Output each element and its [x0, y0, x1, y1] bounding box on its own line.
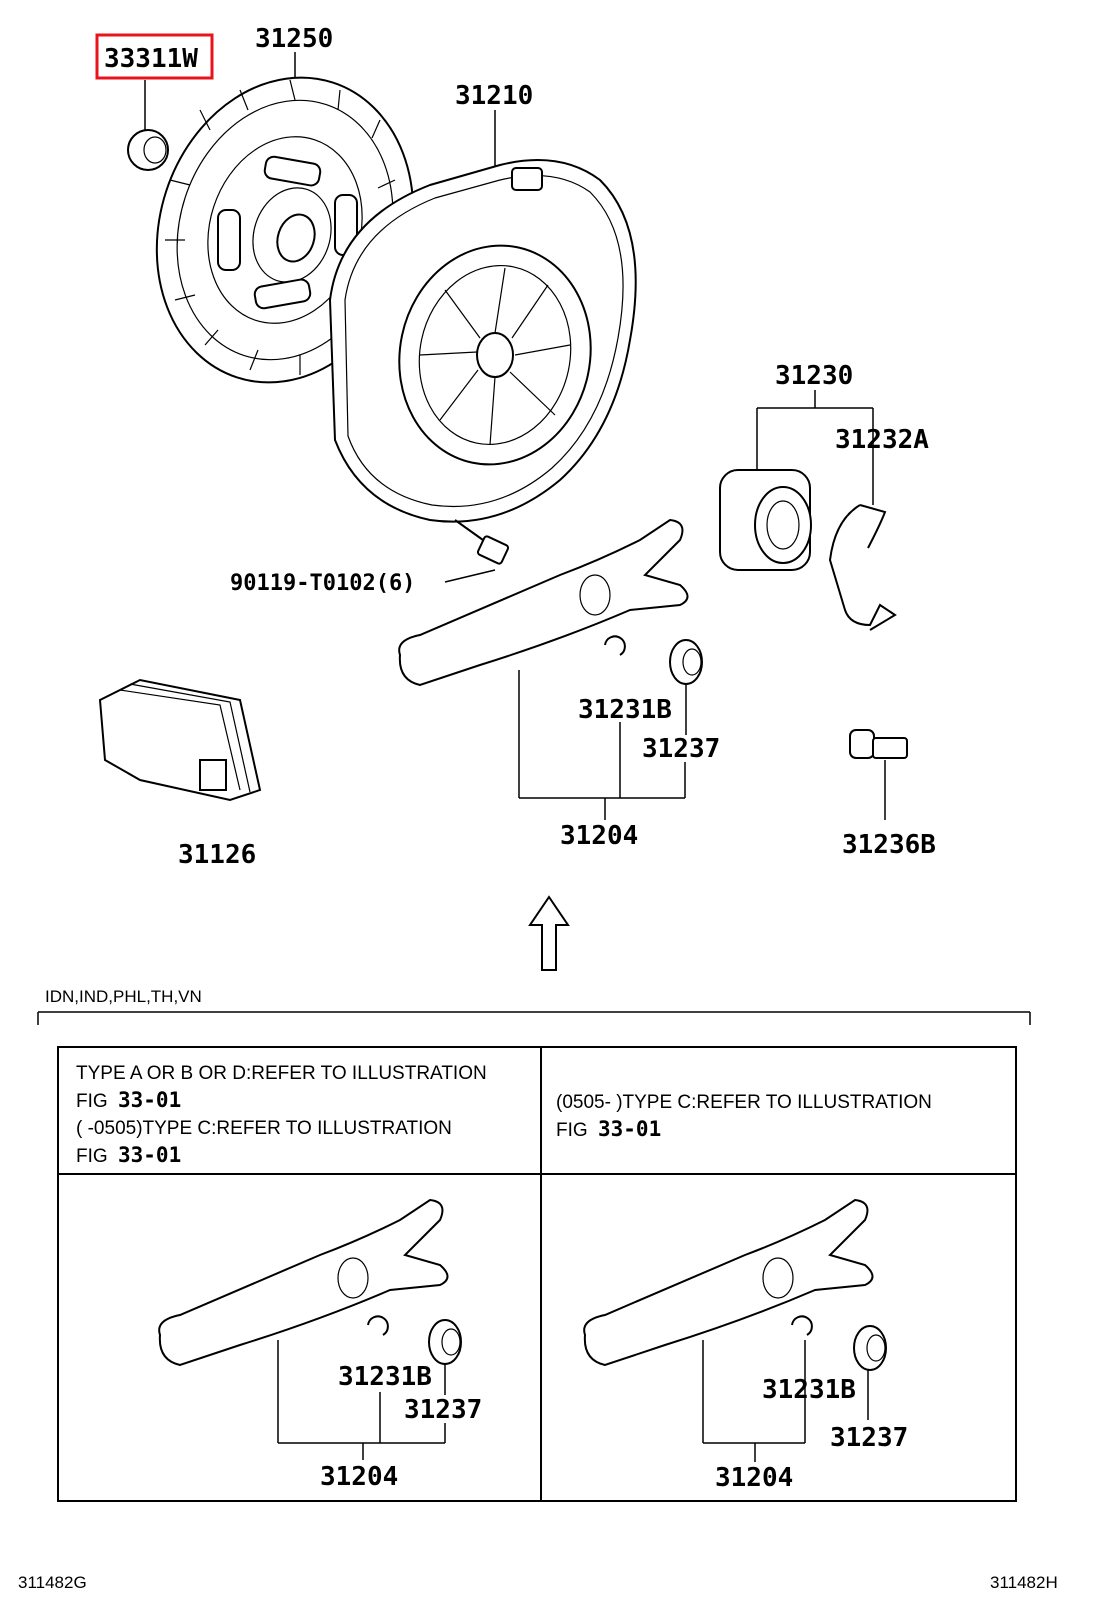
pivot-31236B[interactable] — [849, 729, 908, 820]
release-fork-top[interactable] — [398, 518, 689, 687]
right-note-fig: FIG — [556, 1120, 588, 1141]
label-31231B-left[interactable]: 31231B — [338, 1362, 432, 1392]
label-33311W[interactable]: 33311W — [104, 44, 198, 74]
bracket-31204-top — [518, 670, 687, 820]
left-note-fig1: FIG — [76, 1091, 108, 1112]
ring-31231B-top[interactable] — [604, 635, 626, 656]
highlight-box — [95, 33, 214, 80]
left-note-line1: TYPE A OR B OR D:REFER TO ILLUSTRATION — [76, 1063, 487, 1084]
bolt-90119[interactable] — [454, 519, 510, 565]
label-31210[interactable]: 31210 — [455, 81, 533, 111]
label-31232A[interactable]: 31232A — [835, 425, 929, 455]
label-31204-left[interactable]: 31204 — [320, 1462, 398, 1492]
boot-31237-left[interactable] — [428, 1319, 462, 1365]
left-note-ref1[interactable]: 33-01 — [118, 1088, 181, 1112]
release-fork-right[interactable] — [583, 1198, 874, 1367]
bearing-33311W[interactable] — [127, 80, 169, 171]
variant-table — [57, 1046, 1017, 1502]
left-note-line3: ( -0505)TYPE C:REFER TO ILLUSTRATION — [76, 1118, 452, 1139]
label-31230[interactable]: 31230 — [775, 361, 853, 391]
label-31204-top[interactable]: 31204 — [560, 821, 638, 851]
clutch-cover-31210[interactable] — [328, 159, 637, 523]
release-bearing-31230[interactable] — [719, 469, 812, 571]
label-31237-top[interactable]: 31237 — [642, 734, 720, 764]
bracket-31204-left — [277, 1340, 446, 1460]
clip-31232A[interactable] — [828, 504, 897, 631]
release-fork-left[interactable] — [158, 1198, 449, 1367]
ring-31231B-right[interactable] — [791, 1315, 813, 1336]
ring-31231B-left[interactable] — [367, 1315, 389, 1336]
right-note-line1: (0505- )TYPE C:REFER TO ILLUSTRATION — [556, 1092, 932, 1113]
region-bracket — [37, 1011, 1031, 1025]
label-90119-T0102[interactable]: 90119-T0102(6) — [230, 571, 415, 596]
label-31204-right[interactable]: 31204 — [715, 1463, 793, 1493]
label-31250[interactable]: 31250 — [255, 24, 333, 54]
label-31126[interactable]: 31126 — [178, 840, 256, 870]
boot-31237-right[interactable] — [853, 1325, 887, 1371]
bracket-31230 — [756, 390, 874, 505]
label-31237-right[interactable]: 31237 — [830, 1423, 908, 1453]
label-31237-left[interactable]: 31237 — [404, 1395, 482, 1425]
footer-code-right: 311482H — [990, 1573, 1058, 1592]
footer-code-left: 311482G — [18, 1573, 87, 1592]
boot-31237-top[interactable] — [669, 639, 703, 685]
label-31231B-top[interactable]: 31231B — [578, 695, 672, 725]
region-label: IDN,IND,PHL,TH,VN — [45, 987, 202, 1006]
up-arrow-icon — [528, 895, 570, 971]
label-31236B[interactable]: 31236B — [842, 830, 936, 860]
label-31231B-right[interactable]: 31231B — [762, 1375, 856, 1405]
right-note-ref[interactable]: 33-01 — [598, 1117, 661, 1141]
left-note-ref2[interactable]: 33-01 — [118, 1143, 181, 1167]
left-note-fig2: FIG — [76, 1146, 108, 1167]
bracket-31204-right — [702, 1340, 869, 1462]
boot-31126[interactable] — [98, 678, 262, 802]
